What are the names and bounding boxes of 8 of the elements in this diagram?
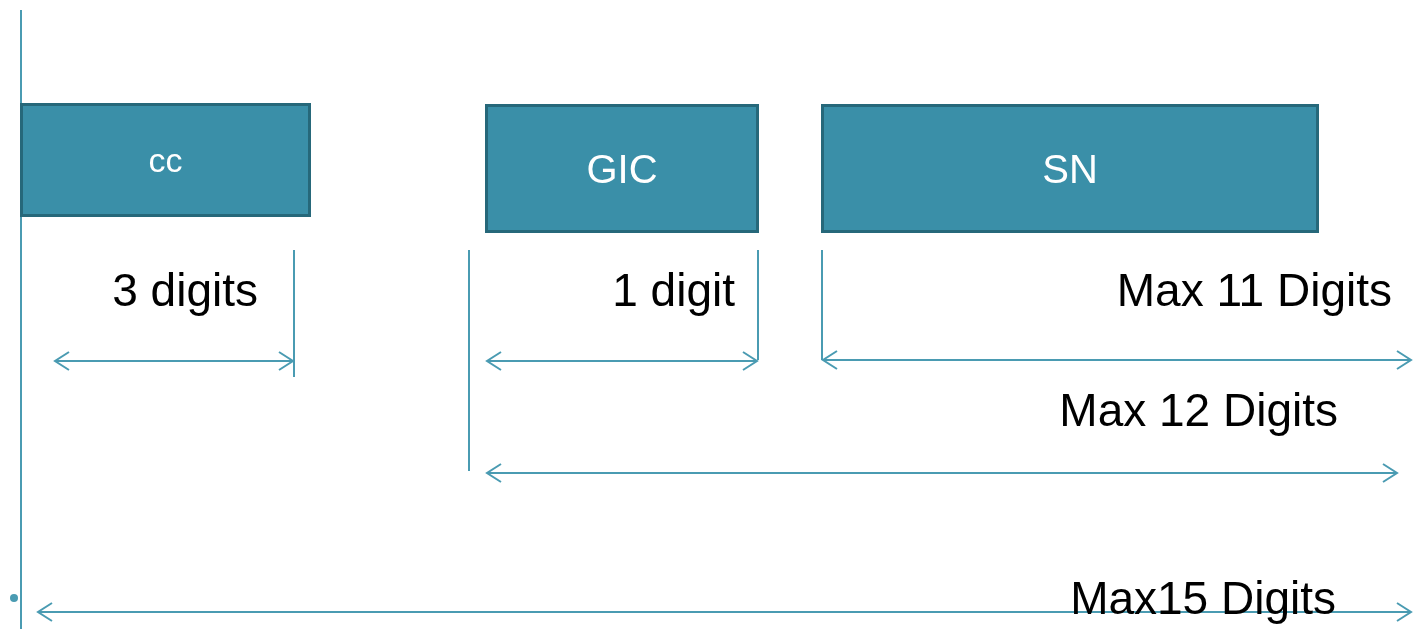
field-box: GIC	[485, 104, 759, 233]
field-box: cc	[20, 103, 311, 217]
field-box: SN	[821, 104, 1319, 233]
dimension-label: 3 digits	[112, 263, 258, 318]
dimension-label: Max15 Digits	[1070, 571, 1336, 626]
dimension-label: Max 11 Digits	[1116, 263, 1392, 318]
dimension-label: Max 12 Digits	[1059, 383, 1338, 438]
dimension-label: 1 digit	[612, 263, 735, 318]
